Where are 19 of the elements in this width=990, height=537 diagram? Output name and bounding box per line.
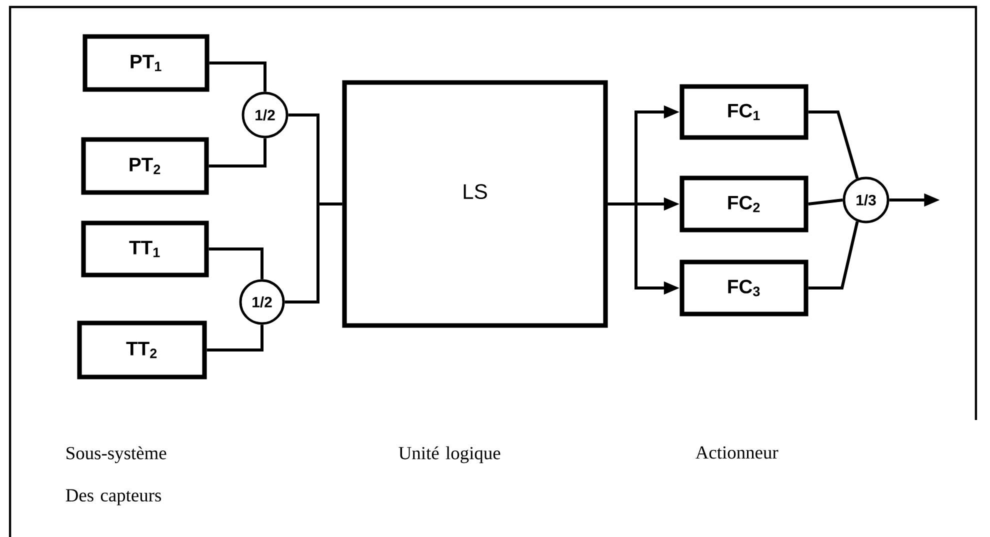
connector-line bbox=[208, 138, 266, 168]
section-label: Actionneur bbox=[696, 446, 778, 459]
connector-line bbox=[808, 110, 859, 179]
connector-line bbox=[208, 248, 264, 280]
process-box: PT$_{1}$ bbox=[82, 34, 210, 92]
connector-line bbox=[284, 202, 342, 304]
process-box: FC$_{3}$ bbox=[680, 260, 808, 316]
logic-box: LS bbox=[342, 80, 608, 328]
section-label: Unité logique bbox=[398, 446, 500, 464]
section-label: Sous-système Des capteurs bbox=[66, 446, 166, 506]
connector-line bbox=[808, 198, 843, 206]
connector-line bbox=[808, 221, 859, 290]
process-box: FC$_{1}$ bbox=[680, 84, 808, 140]
process-box: TT$_{1}$ bbox=[81, 220, 209, 278]
process-box: TT$_{2}$ bbox=[77, 320, 207, 380]
connector-line bbox=[206, 324, 264, 352]
process-box: FC$_{2}$ bbox=[680, 176, 808, 232]
connector-line bbox=[209, 62, 266, 92]
process-box: PT$_{2}$ bbox=[81, 137, 209, 195]
